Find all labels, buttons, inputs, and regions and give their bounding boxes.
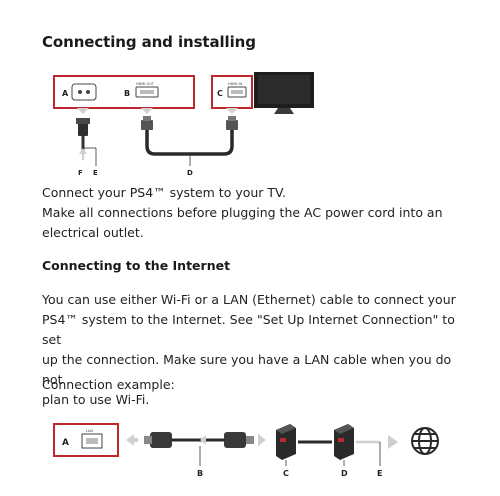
section-title-connecting: Connecting and installing: [42, 33, 256, 51]
hdmi-in-label: HDMI IN: [228, 82, 243, 86]
paragraph-line: up the connection. Make sure you have a …: [42, 352, 452, 387]
label-b: B: [124, 89, 130, 98]
hdmi-out-label: HDMI OUT: [136, 82, 155, 86]
paragraph-line: Make all connections before plugging the…: [42, 205, 443, 220]
paragraph-line: You can use either Wi-Fi or a LAN (Ether…: [42, 292, 456, 307]
label-e: E: [377, 469, 382, 478]
label-b: B: [197, 469, 203, 478]
lan-cable: [144, 432, 254, 448]
hdmi-cable: [141, 108, 238, 156]
down-arrow-icon: [77, 108, 89, 114]
label-c: C: [217, 89, 223, 98]
modem-icon: [276, 424, 296, 460]
ac-in-port: [71, 83, 97, 101]
connect-instructions: Connect your PS4™ system to your TV. Mak…: [42, 183, 462, 243]
tv-icon: [254, 72, 314, 114]
paragraph-line: Connect your PS4™ system to your TV.: [42, 185, 286, 200]
label-d: D: [187, 169, 193, 177]
label-a: A: [62, 89, 69, 98]
ac-power-cord: [76, 118, 90, 160]
router-icon: [334, 424, 354, 460]
connection-example-label: Connection example:: [42, 377, 175, 392]
label-f: F: [78, 169, 83, 177]
arrow-icon: [388, 435, 398, 449]
paragraph-line: PS4™ system to the Internet. See "Set Up…: [42, 312, 455, 347]
label-d: D: [341, 469, 348, 478]
arrow-icon: [258, 434, 266, 446]
lan-connection-diagram: A LAN B C D E: [53, 423, 439, 478]
paragraph-line: plan to use Wi-Fi.: [42, 392, 150, 407]
section-title-internet: Connecting to the Internet: [42, 258, 231, 273]
paragraph-line: electrical outlet.: [42, 225, 144, 240]
connection-diagram: A B HDMI OUT C HDMI IN E F D: [53, 72, 314, 177]
label-e: E: [93, 169, 98, 177]
globe-icon: [411, 427, 439, 455]
label-a: A: [62, 438, 69, 448]
lan-label: LAN: [86, 429, 93, 433]
double-arrow-icon: [126, 434, 140, 446]
label-c: C: [283, 469, 289, 478]
lan-port-panel: [53, 423, 119, 457]
internet-instructions: You can use either Wi-Fi or a LAN (Ether…: [42, 290, 472, 410]
